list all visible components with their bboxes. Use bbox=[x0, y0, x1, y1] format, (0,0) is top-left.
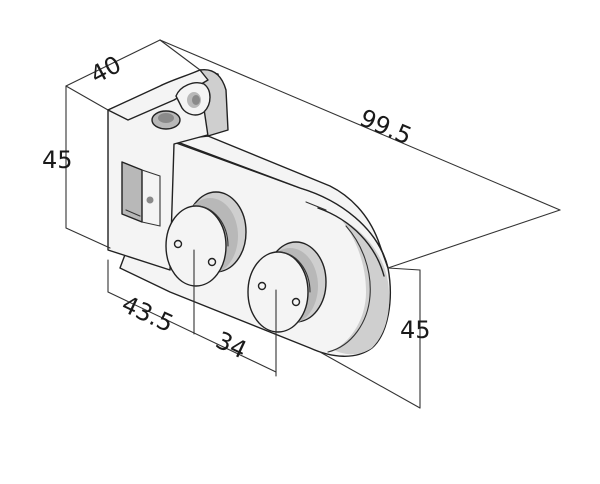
dim-width-top: 40 bbox=[86, 50, 126, 89]
dim-offset-first: 43.5 bbox=[117, 290, 177, 338]
dim-spacing: 34 bbox=[211, 326, 251, 364]
dim-height-left: 45 bbox=[42, 146, 73, 174]
disc-2 bbox=[247, 241, 327, 333]
dimension-lines bbox=[65, 39, 561, 409]
dim-length: 99.5 bbox=[356, 104, 416, 151]
dim-height-right: 45 bbox=[400, 316, 431, 344]
disc-1 bbox=[165, 191, 247, 287]
